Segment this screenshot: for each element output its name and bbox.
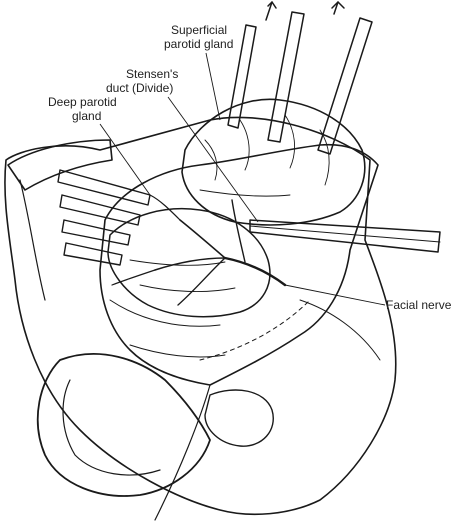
svg-text:Deep parotid: Deep parotid xyxy=(48,95,117,109)
svg-text:Stensen's: Stensen's xyxy=(126,67,178,81)
facial-nerve xyxy=(111,194,287,306)
ear xyxy=(36,353,274,497)
leader-superficial xyxy=(205,52,221,121)
svg-text:duct (Divide): duct (Divide) xyxy=(106,81,173,95)
svg-text:Superficial: Superficial xyxy=(171,23,227,37)
rake-retractor xyxy=(7,139,151,266)
leader-facial-nerve xyxy=(284,284,386,306)
leader-lines xyxy=(99,52,386,306)
leader-deep xyxy=(99,123,151,196)
label-superficial-parotid-gland: Superficial parotid gland xyxy=(164,23,233,51)
deep-parotid-gland xyxy=(107,207,271,318)
label-deep-parotid-gland: Deep parotid gland xyxy=(48,95,117,123)
svg-text:parotid gland: parotid gland xyxy=(164,37,233,51)
label-stensens-duct: Stensen's duct (Divide) xyxy=(106,67,178,95)
svg-text:gland: gland xyxy=(72,109,101,123)
suture-line xyxy=(154,299,311,521)
label-facial-nerve: Facial nerve xyxy=(386,298,452,312)
leader-stensen xyxy=(167,96,259,223)
forceps xyxy=(249,219,441,253)
surgical-field xyxy=(99,143,379,386)
superficial-parotid-gland xyxy=(181,98,366,226)
skin-surface xyxy=(4,116,397,516)
svg-text:Facial nerve: Facial nerve xyxy=(386,298,452,312)
allis-clamps xyxy=(227,1,373,155)
